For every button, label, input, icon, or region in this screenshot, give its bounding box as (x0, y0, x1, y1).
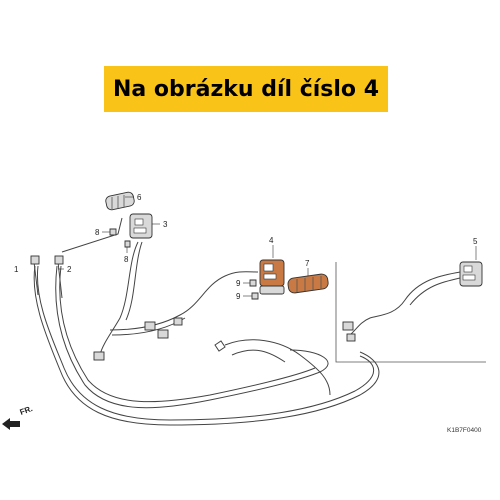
figure-code: K1B7F0400 (447, 427, 482, 434)
left-switch (129, 213, 153, 239)
screw-8a (109, 228, 117, 236)
callout-1: 1 (14, 265, 19, 274)
callout-5: 5 (473, 237, 478, 246)
throttle-cable (224, 339, 331, 396)
right-grip (287, 273, 329, 294)
callout-2: 2 (67, 265, 72, 274)
screw-8b (124, 240, 131, 248)
callout-3: 3 (163, 220, 168, 229)
left-wire-2 (125, 241, 143, 321)
title-banner: Na obrázku díl číslo 4 (104, 66, 388, 112)
left-grip (105, 191, 135, 211)
inset-connector (342, 321, 354, 331)
callout-7: 7 (305, 259, 310, 268)
cable-1 (33, 261, 380, 426)
left-wire (99, 241, 139, 356)
callout-6: 6 (137, 193, 142, 202)
cable-end-2 (54, 255, 64, 265)
inset-harness (349, 271, 461, 336)
connector-mid-2 (157, 329, 169, 339)
cable-end-1 (30, 255, 40, 265)
callout-4: 4 (269, 236, 274, 245)
connector-mid-3 (173, 317, 183, 326)
cable-end-throttle (214, 340, 226, 352)
screw-9a (249, 279, 257, 287)
callout-9a: 9 (236, 279, 241, 288)
callout-8b: 8 (124, 255, 129, 264)
inset-harness-2 (409, 277, 461, 306)
inset-connector-2 (346, 333, 356, 342)
connector-left (93, 351, 105, 361)
callout-9b: 9 (236, 292, 241, 301)
callout-8a: 8 (95, 228, 100, 237)
screw-9b (251, 292, 259, 300)
throttle-cable-2 (231, 349, 286, 363)
left-link (61, 217, 123, 253)
inset-switch-part-5 (459, 261, 483, 287)
banner-text: Na obrázku díl číslo 4 (112, 76, 380, 102)
inset-frame (335, 262, 486, 363)
direction-label: FR. (19, 404, 34, 417)
front-direction-arrow (2, 418, 20, 430)
cable-2 (55, 261, 329, 409)
connector-mid-1 (144, 321, 156, 331)
right-switch-part-4 (259, 259, 285, 295)
